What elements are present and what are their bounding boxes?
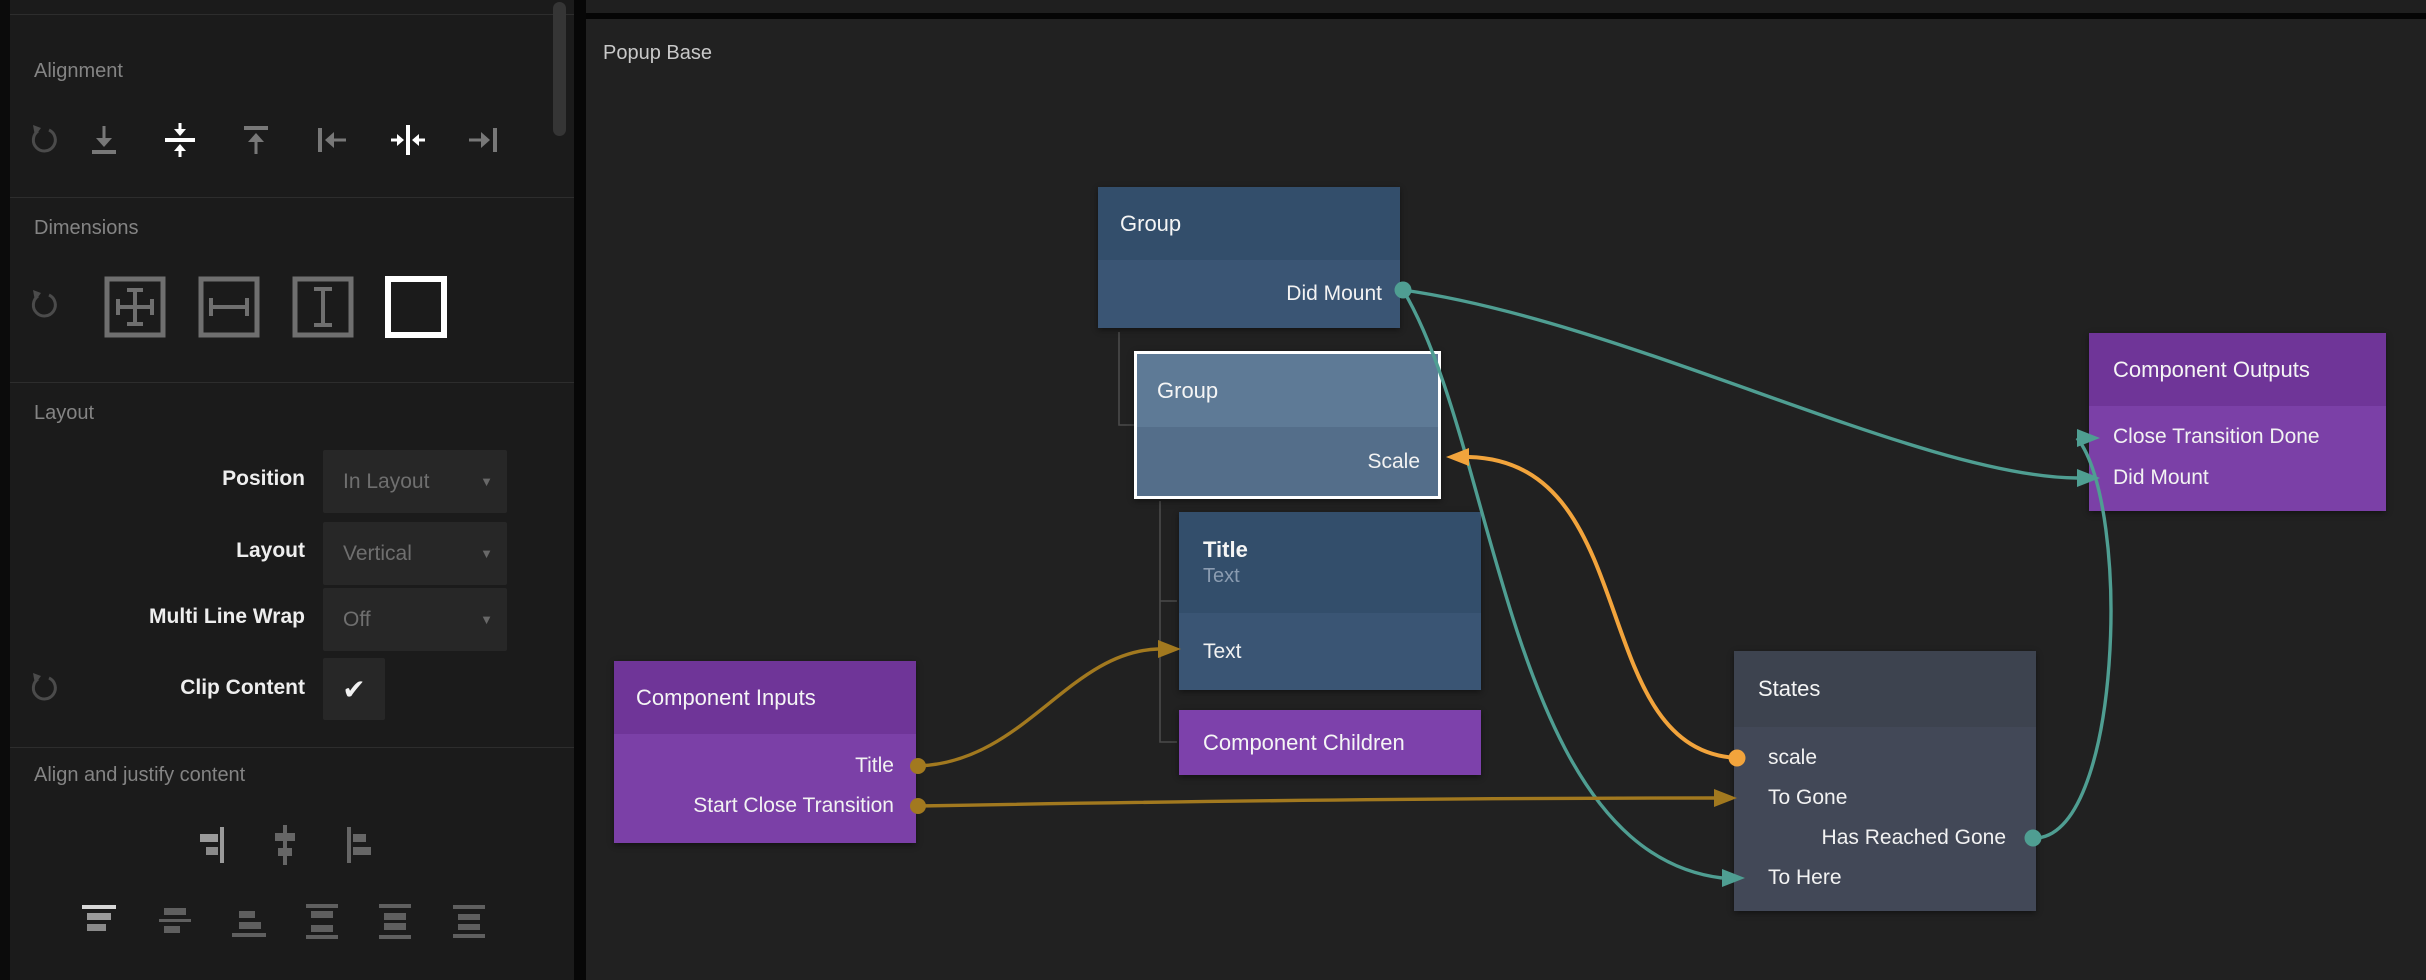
port-label-scale-state[interactable]: scale xyxy=(1768,746,1818,769)
properties-panel: Alignment xyxy=(10,0,574,980)
chevron-down-icon: ▼ xyxy=(480,546,493,561)
port-label-has-reached-gone[interactable]: Has Reached Gone xyxy=(1821,826,2006,849)
node-title: States xyxy=(1758,676,1821,701)
align-items-end-icon[interactable] xyxy=(193,823,229,872)
node-group-top[interactable]: Group Did Mount xyxy=(1098,187,1400,328)
node-states[interactable]: States scale To Gone Has Reached Gone To… xyxy=(1734,651,2036,911)
layout-value: Vertical xyxy=(343,541,412,565)
panel-divider[interactable] xyxy=(574,0,586,980)
dimensions-section-title: Dimensions xyxy=(34,217,139,239)
align-right-icon[interactable] xyxy=(465,122,501,163)
node-group-selected[interactable]: Group Scale xyxy=(1134,351,1441,499)
node-component-inputs[interactable]: Component Inputs Title Start Close Trans… xyxy=(614,661,916,843)
center-horizontal-icon[interactable] xyxy=(390,122,426,163)
port-hasreachedgone-output[interactable] xyxy=(2024,829,2042,847)
center-vertical-icon[interactable] xyxy=(162,122,198,163)
node-title-text[interactable]: Title Text Text xyxy=(1179,512,1481,690)
port-label-title[interactable]: Title xyxy=(855,754,894,777)
node-title: Component Children xyxy=(1203,729,1405,755)
connection-didmount-to-tohere[interactable] xyxy=(1401,289,1723,880)
justify-space-between-icon[interactable] xyxy=(302,903,342,944)
alignment-reset-icon[interactable] xyxy=(27,124,63,165)
window-left-edge xyxy=(0,0,10,980)
node-title: Title xyxy=(1203,537,1248,562)
layout-dropdown[interactable]: Vertical ▼ xyxy=(323,522,507,585)
justify-start-icon-selected[interactable] xyxy=(80,903,120,944)
sidebar-scrollbar-thumb[interactable] xyxy=(553,2,566,136)
clip-content-label: Clip Content xyxy=(180,676,305,699)
layout-label: Layout xyxy=(236,539,305,562)
node-title: Group xyxy=(1120,210,1182,236)
port-label-did-mount[interactable]: Did Mount xyxy=(1286,282,1382,305)
connection-startclose-to-togone[interactable] xyxy=(917,796,1715,808)
node-title: Group xyxy=(1157,377,1219,403)
port-label-to-gone[interactable]: To Gone xyxy=(1768,786,1848,809)
canvas-top-strip xyxy=(586,0,2426,13)
position-dropdown[interactable]: In Layout ▼ xyxy=(323,450,507,513)
checkmark-icon: ✔ xyxy=(342,673,366,705)
chevron-down-icon: ▼ xyxy=(480,474,493,489)
justify-end-icon[interactable] xyxy=(228,903,268,944)
size-both-icon[interactable] xyxy=(104,276,166,343)
component-breadcrumb: Popup Base xyxy=(603,42,712,64)
align-left-icon[interactable] xyxy=(314,122,350,163)
node-component-outputs[interactable]: Component Outputs Close Transition Done … xyxy=(2089,333,2386,511)
connection-didmount-to-outputs[interactable] xyxy=(1402,288,2078,480)
node-title: Component Outputs xyxy=(2113,356,2310,382)
port-ci-startclose-output[interactable] xyxy=(910,798,926,814)
section-divider xyxy=(10,14,574,15)
size-width-icon[interactable] xyxy=(198,276,260,343)
port-label-text[interactable]: Text xyxy=(1203,639,1242,663)
canvas-top-divider xyxy=(586,13,2426,19)
port-scale-state[interactable] xyxy=(1728,749,1746,767)
chevron-down-icon: ▼ xyxy=(480,612,493,627)
align-justify-section-title: Align and justify content xyxy=(34,764,246,786)
justify-center-icon[interactable] xyxy=(155,903,195,944)
clip-content-checkbox[interactable]: ✔ xyxy=(323,658,385,720)
multi-line-wrap-dropdown[interactable]: Off ▼ xyxy=(323,588,507,651)
alignment-section-title: Alignment xyxy=(34,60,123,82)
port-label-did-mount-output[interactable]: Did Mount xyxy=(2113,465,2209,489)
port-label-close-transition-done[interactable]: Close Transition Done xyxy=(2113,424,2320,448)
section-divider xyxy=(10,382,574,383)
port-label-to-here[interactable]: To Here xyxy=(1768,866,1842,889)
port-label-start-close-transition[interactable]: Start Close Transition xyxy=(693,794,894,817)
align-top-icon[interactable] xyxy=(238,122,274,163)
connection-title-to-text[interactable] xyxy=(917,647,1159,768)
size-height-icon[interactable] xyxy=(292,276,354,343)
justify-space-evenly-icon[interactable] xyxy=(449,903,489,944)
section-divider xyxy=(10,747,574,748)
port-ci-title-output[interactable] xyxy=(910,758,926,774)
section-divider xyxy=(10,197,574,198)
node-component-children[interactable]: Component Children xyxy=(1179,710,1481,775)
port-label-scale[interactable]: Scale xyxy=(1367,449,1420,473)
port-didmount-output[interactable] xyxy=(1394,281,1412,299)
size-explicit-icon-selected[interactable] xyxy=(385,276,447,343)
justify-space-around-icon[interactable] xyxy=(375,903,415,944)
position-label: Position xyxy=(222,467,305,490)
dimensions-reset-icon[interactable] xyxy=(27,289,63,330)
multi-line-wrap-value: Off xyxy=(343,607,371,631)
position-value: In Layout xyxy=(343,469,430,493)
align-bottom-icon[interactable] xyxy=(86,122,122,163)
layout-section-title: Layout xyxy=(34,402,95,424)
align-items-start-icon[interactable] xyxy=(342,823,378,872)
multi-line-wrap-label: Multi Line Wrap xyxy=(149,605,305,628)
node-subtitle: Text xyxy=(1203,565,1240,587)
align-items-center-icon[interactable] xyxy=(267,823,303,872)
node-title: Component Inputs xyxy=(636,684,816,710)
connection-scale-to-group-scale[interactable] xyxy=(1468,455,1738,760)
